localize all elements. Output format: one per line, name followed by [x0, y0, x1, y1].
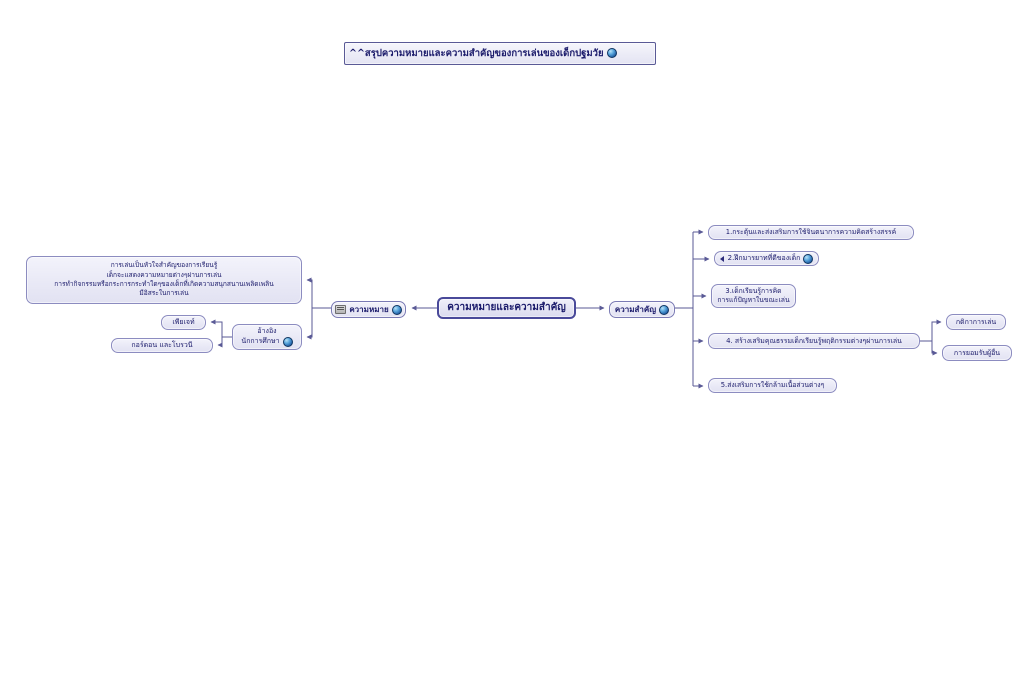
node-piaget[interactable]: เพียเจท์	[161, 315, 206, 330]
node-meaning-summary[interactable]: การเล่นเป็นหัวใจสำคัญของการเรียนรู้ เด็ก…	[26, 256, 302, 304]
node-accept-others[interactable]: การยอมรับผู้อื่น	[942, 345, 1012, 361]
node-play-rules[interactable]: กติกาการเล่น	[946, 314, 1006, 330]
blue-sphere-icon	[606, 48, 617, 59]
node-importance-item-5[interactable]: 5.ส่งเสริมการใช้กล้ามเนื้อส่วนต่างๆ	[708, 378, 837, 393]
node-reference[interactable]: อ้างอิง นักการศึกษา	[232, 324, 302, 350]
node-importance-item-1-label: 1.กระตุ้นและส่งเสริมการใช้จินตนาการความค…	[725, 227, 897, 236]
node-reference-line1: อ้างอิง	[257, 327, 277, 336]
node-piaget-label: เพียเจท์	[172, 318, 195, 327]
node-importance-item-3[interactable]: 3.เด็กเรียนรู้การคิด การแก้ปัญหาในขณะเล่…	[711, 284, 796, 308]
note-icon	[335, 305, 347, 314]
blue-sphere-icon	[282, 336, 293, 347]
node-play-rules-label: กติกาการเล่น	[955, 317, 997, 326]
node-importance-item-5-label: 5.ส่งเสริมการใช้กล้ามเนื้อส่วนต่างๆ	[720, 380, 825, 389]
blue-sphere-icon	[659, 304, 670, 315]
node-importance-item-2[interactable]: 2.ฝึกมารยาทที่ดีของเด็ก	[714, 251, 819, 266]
title-text: ^^สรุปความหมายและความสำคัญของการเล่นของเ…	[349, 47, 604, 59]
node-importance-item-3-line1: 3.เด็กเรียนรู้การคิด	[725, 286, 782, 295]
summary-line-3: การทำกิจกรรมหรือกระการกระทำใดๆของเด็กที่…	[54, 280, 274, 288]
node-importance-item-4[interactable]: 4. สร้างเสริมคุณธรรมเด็กเรียนรู้พฤติกรรม…	[708, 333, 920, 349]
node-gordon-brownee-label: กอร์ดอน และโบรวนี	[131, 341, 193, 350]
node-importance-label: ความสำคัญ	[614, 304, 657, 314]
summary-line-4: มีอิสระในการเล่น	[139, 289, 189, 298]
arrow-left-icon	[719, 255, 724, 262]
central-node-label: ความหมายและความสำคัญ	[447, 301, 566, 313]
blue-sphere-icon	[391, 304, 402, 315]
summary-line-1: การเล่นเป็นหัวใจสำคัญของการเรียนรู้	[110, 261, 218, 270]
mindmap-title[interactable]: ^^สรุปความหมายและความสำคัญของการเล่นของเ…	[344, 42, 656, 65]
blue-sphere-icon	[803, 253, 814, 264]
node-gordon-brownee[interactable]: กอร์ดอน และโบรวนี	[111, 338, 213, 353]
summary-line-2: เด็กจะแสดงความหมายต่างๆผ่านการเล่น	[106, 270, 222, 279]
node-reference-line2: นักการศึกษา	[241, 337, 280, 345]
node-meaning[interactable]: ความหมาย	[331, 301, 406, 318]
node-accept-others-label: การยอมรับผู้อื่น	[953, 348, 1001, 357]
node-meaning-label: ความหมาย	[349, 304, 389, 314]
node-importance-item-3-line2: การแก้ปัญหาในขณะเล่น	[717, 296, 790, 304]
central-node[interactable]: ความหมายและความสำคัญ	[437, 297, 576, 319]
node-importance-item-4-label: 4. สร้างเสริมคุณธรรมเด็กเรียนรู้พฤติกรรม…	[726, 337, 902, 345]
node-importance[interactable]: ความสำคัญ	[609, 301, 675, 318]
node-importance-item-2-label: 2.ฝึกมารยาทที่ดีของเด็ก	[727, 254, 801, 263]
node-importance-item-1[interactable]: 1.กระตุ้นและส่งเสริมการใช้จินตนาการความค…	[708, 225, 914, 240]
